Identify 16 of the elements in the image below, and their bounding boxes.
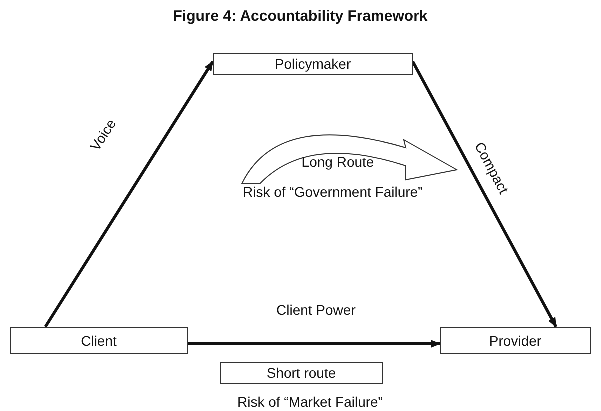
node-label: Client (81, 332, 117, 348)
note-text: Risk of “Government Failure” (243, 184, 423, 200)
edge-label: Client Power (274, 302, 358, 318)
node-label: Long Route (300, 154, 376, 170)
node-label: Provider (489, 332, 542, 348)
figure-title: Figure 4: Accountability Framework (172, 8, 429, 25)
box (213, 53, 413, 75)
arrow (188, 340, 441, 348)
arrow (412, 61, 558, 328)
arrow (44, 60, 214, 328)
node-label: Policymaker (274, 56, 352, 72)
note-text: Risk of “Market Failure” (238, 394, 383, 410)
box (440, 327, 591, 354)
node-label: Short route (266, 365, 336, 381)
box (220, 362, 383, 384)
box (10, 327, 188, 354)
